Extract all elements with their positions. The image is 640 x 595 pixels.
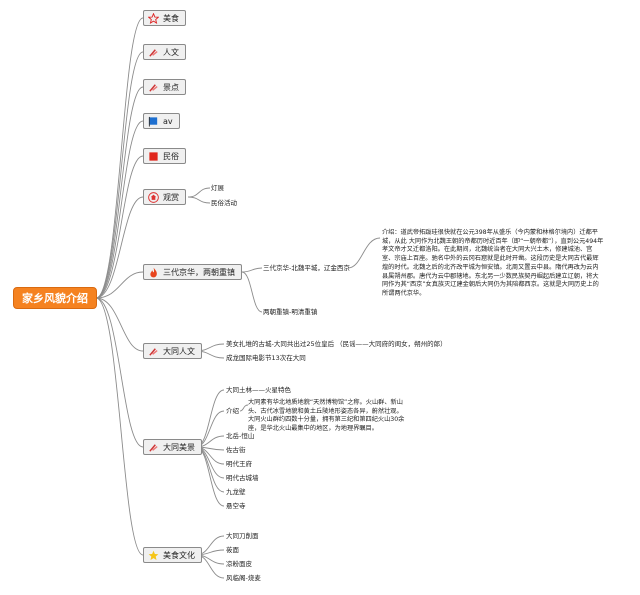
fire-icon (148, 267, 159, 278)
tools-icon (148, 442, 159, 453)
leaf-chenglong-dianyingjie[interactable]: 成龙国际电影节13次在大同 (226, 354, 306, 362)
leaf-meinv-gucheng[interactable]: 美女扎堆的古城-大同共出过25位皇后 （民谣——大同府的闺女，朔州的郎） (226, 340, 447, 348)
branch-label: 大同人文 (163, 346, 195, 356)
red-square-icon (148, 151, 159, 162)
root-topic[interactable]: 家乡风貌介绍 (13, 287, 97, 309)
leaf-jiulongbi[interactable]: 九龙壁 (226, 488, 246, 496)
branch-meishi-wenhua[interactable]: 美食文化 (143, 547, 202, 563)
branch-label: 景点 (163, 82, 179, 92)
leaf-mingdai-chengqiang[interactable]: 明代古城墙 (226, 474, 259, 482)
leaf-sandai-jinghua[interactable]: 三代京华-北魏平城，辽金西京 (263, 264, 350, 272)
leaf-daoxiaomian[interactable]: 大同刀削面 (226, 532, 259, 540)
branch-sandai-jinghua[interactable]: 三代京华，两朝重镇 (143, 264, 242, 280)
scenery-note: 大同素有华北地质地貌“天然博物馆”之称。火山群、新山头、古代冰雪地貌和黄土丘陵地… (248, 399, 405, 433)
leaf-mingdai-wangfu[interactable]: 明代王府 (226, 460, 252, 468)
branch-guanshang[interactable]: 观赏 (143, 189, 186, 205)
branch-jingdian[interactable]: 景点 (143, 79, 186, 95)
blue-flag-icon (148, 116, 159, 127)
leaf-fenglinge-shaomai[interactable]: 风临阁-烧麦 (226, 574, 261, 582)
leaf-tulin[interactable]: 大同土林——火星特色 (226, 386, 291, 394)
tools-icon (148, 346, 159, 357)
branch-datong-renwen[interactable]: 大同人文 (143, 343, 202, 359)
star-outline-icon (148, 12, 159, 24)
branch-av[interactable]: av (143, 113, 180, 129)
branch-minsu[interactable]: 民俗 (143, 148, 186, 164)
tools-icon (148, 47, 159, 58)
leaf-dengzhan[interactable]: 灯展 (211, 184, 224, 192)
leaf-liangfen-mianpi[interactable]: 凉粉面皮 (226, 560, 252, 568)
branch-label: 美食 (163, 13, 179, 23)
leaf-liangchao-zhongzhen[interactable]: 两朝重镇-明清重镇 (263, 308, 318, 316)
leaf-jieshao[interactable]: 介绍 (226, 407, 239, 415)
leaf-zuogujie[interactable]: 佐古街 (226, 446, 246, 454)
history-note: 介绍：道武帝拓跋珪很快就在公元398年从盛乐（今内蒙和林格尔境内）迁都平城，从此… (382, 229, 604, 297)
home-icon (148, 191, 159, 203)
leaf-xuankongsi[interactable]: 悬空寺 (226, 502, 246, 510)
leaf-hengshan[interactable]: 北岳-恒山 (226, 432, 255, 440)
yellow-star-icon (148, 550, 159, 561)
branch-label: 民俗 (163, 151, 179, 161)
branch-datong-meijing[interactable]: 大同美景 (143, 439, 202, 455)
leaf-youmian[interactable]: 莜面 (226, 546, 239, 554)
leaf-minsu-huodong[interactable]: 民俗活动 (211, 199, 237, 207)
branch-label: 人文 (163, 47, 179, 57)
tools-icon (148, 82, 159, 93)
branch-label: 美食文化 (163, 550, 195, 560)
branch-label: 观赏 (163, 192, 179, 202)
branch-renwen[interactable]: 人文 (143, 44, 186, 60)
branch-label: 大同美景 (163, 442, 195, 452)
branch-label: av (163, 116, 173, 126)
branch-meishi[interactable]: 美食 (143, 10, 186, 26)
branch-label: 三代京华，两朝重镇 (163, 267, 235, 277)
